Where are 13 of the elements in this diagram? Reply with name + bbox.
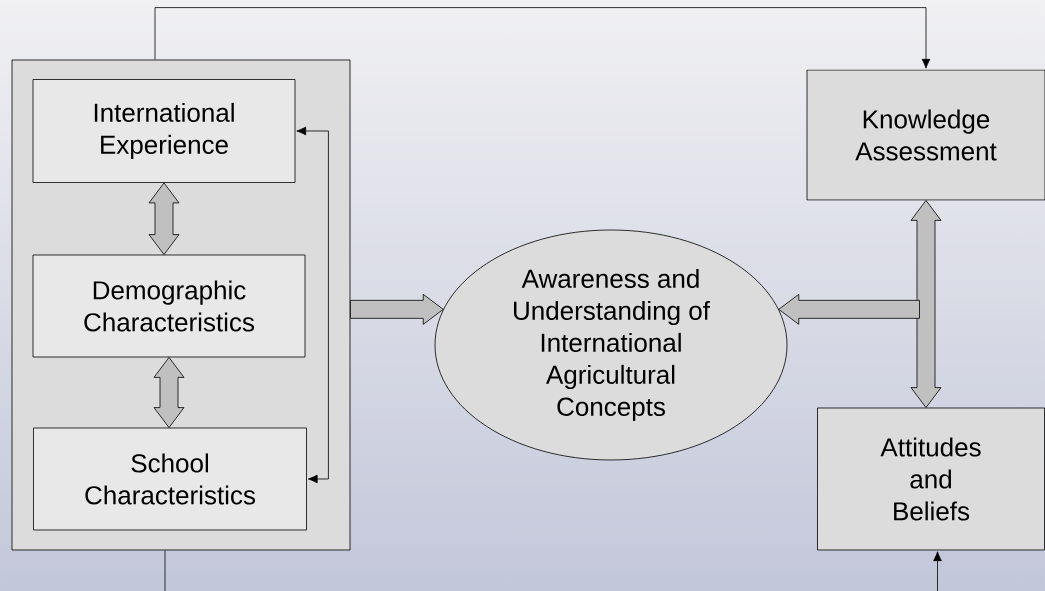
block-arrow bbox=[148, 182, 180, 255]
connector-arrow bbox=[154, 7, 931, 69]
block-arrow bbox=[350, 293, 444, 325]
concept-box: Demographic Characteristics bbox=[32, 254, 306, 358]
block-arrow bbox=[778, 293, 920, 325]
connector-arrow bbox=[296, 126, 329, 484]
concept-box: School Characteristics bbox=[33, 427, 307, 531]
concept-box: International Experience bbox=[32, 79, 296, 183]
concept-box: Attitudes and Beliefs bbox=[817, 407, 1045, 551]
connector-arrow bbox=[933, 551, 942, 562]
concept-box: Knowledge Assessment bbox=[806, 69, 1045, 201]
block-arrow bbox=[153, 357, 185, 428]
block-arrow bbox=[910, 200, 942, 408]
